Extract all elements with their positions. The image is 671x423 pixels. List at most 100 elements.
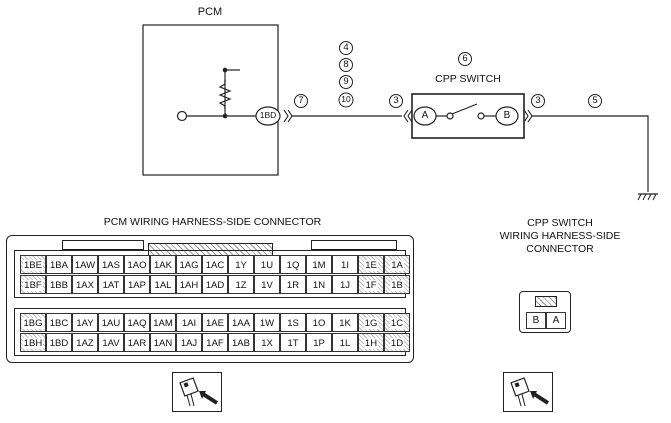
cpp-connector-key <box>535 296 557 307</box>
pcm-connector-pin: 1U <box>254 255 280 274</box>
pcm-pin-label: 1AZ <box>76 338 94 349</box>
pcm-connector-pin: 1BE <box>20 255 46 274</box>
pcm-pin-label: 1AG <box>179 260 199 271</box>
pcm-pin-label: 1AO <box>127 260 147 271</box>
pcm-connector-pin: 1F <box>358 275 384 294</box>
pcm-connector-pin: 1AB <box>228 333 254 352</box>
pcm-pin-label: 1F <box>364 280 378 291</box>
circle-number: 4 <box>343 42 349 53</box>
circle-number: 10 <box>341 94 351 104</box>
pcm-connector-title: PCM WIRING HARNESS-SIDE CONNECTOR <box>103 216 322 228</box>
pcm-pin-label: 1AC <box>205 260 225 271</box>
pcm-pin-label: 1BB <box>50 280 68 291</box>
pcm-connector-pin: 1X <box>254 333 280 352</box>
pcm-connector-pin: 1AF <box>202 333 228 352</box>
cpp-switch-contact <box>451 103 478 115</box>
pcm-connector-pin: 1Y <box>228 255 254 274</box>
pcm-pin-label: 1X <box>261 338 273 349</box>
pcm-connector-pin: 1AR <box>124 333 150 352</box>
pcm-connector-pin: 1N <box>306 275 332 294</box>
pcm-pin-label: 1AI <box>181 318 197 329</box>
circle-marker <box>458 52 472 66</box>
pcm-pin-label: 1M <box>312 260 326 271</box>
circle-number: 5 <box>592 95 598 106</box>
pcm-connector-latch-right <box>311 240 397 250</box>
pcm-pin-label: 1C <box>389 318 405 329</box>
pcm-connector-pin: 1M <box>306 255 332 274</box>
circle-marker <box>588 94 602 108</box>
pcm-supply-node <box>222 67 228 73</box>
pcm-pin-label: 1AK <box>154 260 172 271</box>
circle-marker <box>339 41 353 55</box>
circle-marker <box>294 94 308 108</box>
circle-marker <box>389 94 403 108</box>
pcm-pin-label: 1S <box>287 318 299 329</box>
pcm-connector-shell <box>6 235 414 363</box>
pcm-connector-pin: 1AY <box>72 313 98 332</box>
pcm-pin-label: 1BD <box>49 338 69 349</box>
cpp-connector-pin-a: A <box>546 312 566 329</box>
pcm-pin-label: 1K <box>339 318 351 329</box>
cpp-connector-title-line: CONNECTOR <box>526 243 594 255</box>
pcm-connector-pin: 1AC <box>202 255 228 274</box>
connector-view-arrow-icon <box>510 377 550 407</box>
circle-marker <box>531 94 545 108</box>
pcm-pin-label: 1L <box>339 338 351 349</box>
pcm-connector-pin: 1AP <box>124 275 150 294</box>
pcm-connector-pin: 1BF <box>20 275 46 294</box>
pcm-connector-pin: 1AL <box>150 275 176 294</box>
pcm-connector-pin: 1BG <box>20 313 46 332</box>
cpp-terminal-b <box>495 106 519 126</box>
pcm-connector-pin: 1AK <box>150 255 176 274</box>
pcm-pin-label: 1AX <box>76 280 94 291</box>
pcm-connector-pin: 1AJ <box>176 333 202 352</box>
pcm-pin-label: 1BC <box>49 318 69 329</box>
pcm-pin-label: 1AP <box>128 280 146 291</box>
pcm-title: PCM <box>197 6 223 18</box>
pcm-pin-label: 1E <box>364 260 378 271</box>
pcm-pullup-resistor <box>218 80 232 109</box>
pcm-pin-label: 1AA <box>232 318 250 329</box>
pcm-pin-label: 1AM <box>153 318 173 329</box>
pcm-connector-pin: 1B <box>384 275 410 294</box>
pcm-connector-pin: 1AW <box>72 255 98 274</box>
pcm-connector-pin: 1AH <box>176 275 202 294</box>
ground-wire <box>532 115 649 192</box>
pcm-pin-label: 1W <box>259 318 275 329</box>
pcm-connector-pin: 1V <box>254 275 280 294</box>
pcm-pin-label: 1D <box>389 338 405 349</box>
pcm-pin-label: 1AR <box>127 338 147 349</box>
pcm-pin-label: 1BG <box>22 318 44 329</box>
pcm-connector-pin: 1AS <box>98 255 124 274</box>
circle-number: 9 <box>343 76 349 87</box>
pcm-connector-pin: 1Q <box>280 255 306 274</box>
pcm-connector-pin: 1O <box>306 313 332 332</box>
pcm-pin-label: 1AH <box>179 280 199 291</box>
pcm-pin-label: 1AU <box>101 318 121 329</box>
pcm-connector-pin: 1AT <box>98 275 124 294</box>
pcm-pin-label: 1AQ <box>127 318 147 329</box>
pcm-pin-label: 1U <box>260 260 274 271</box>
cpp-view-indicator <box>503 372 553 412</box>
circle-marker <box>338 92 354 108</box>
pcm-connector-pin: 1AU <box>98 313 124 332</box>
pcm-connector-pin: 1AZ <box>72 333 98 352</box>
pcm-connector-pin: 1AI <box>176 313 202 332</box>
pcm-connector-pin: 1Z <box>228 275 254 294</box>
pcm-pin-label: 1A <box>390 260 404 271</box>
pcm-connector-pin: 1AV <box>98 333 124 352</box>
pcm-pin-label: 1Z <box>235 280 247 291</box>
pcm-terminal-label: 1BD <box>259 110 277 120</box>
cpp-connector-shell <box>519 291 571 333</box>
pcm-view-indicator <box>172 372 222 412</box>
pcm-pin-label: 1Y <box>235 260 247 271</box>
cpp-connector-title-line: CPP SWITCH <box>527 217 593 229</box>
ground-icon <box>637 193 658 201</box>
pcm-connector-pin: 1BC <box>46 313 72 332</box>
pcm-pin-label: 1BE <box>23 260 43 271</box>
pcm-pin-label: 1I <box>341 260 349 271</box>
pcm-pin-label: 1AL <box>154 280 172 291</box>
pcm-pin-label: 1AW <box>74 260 96 271</box>
pcm-pin-label: 1AS <box>102 260 120 271</box>
